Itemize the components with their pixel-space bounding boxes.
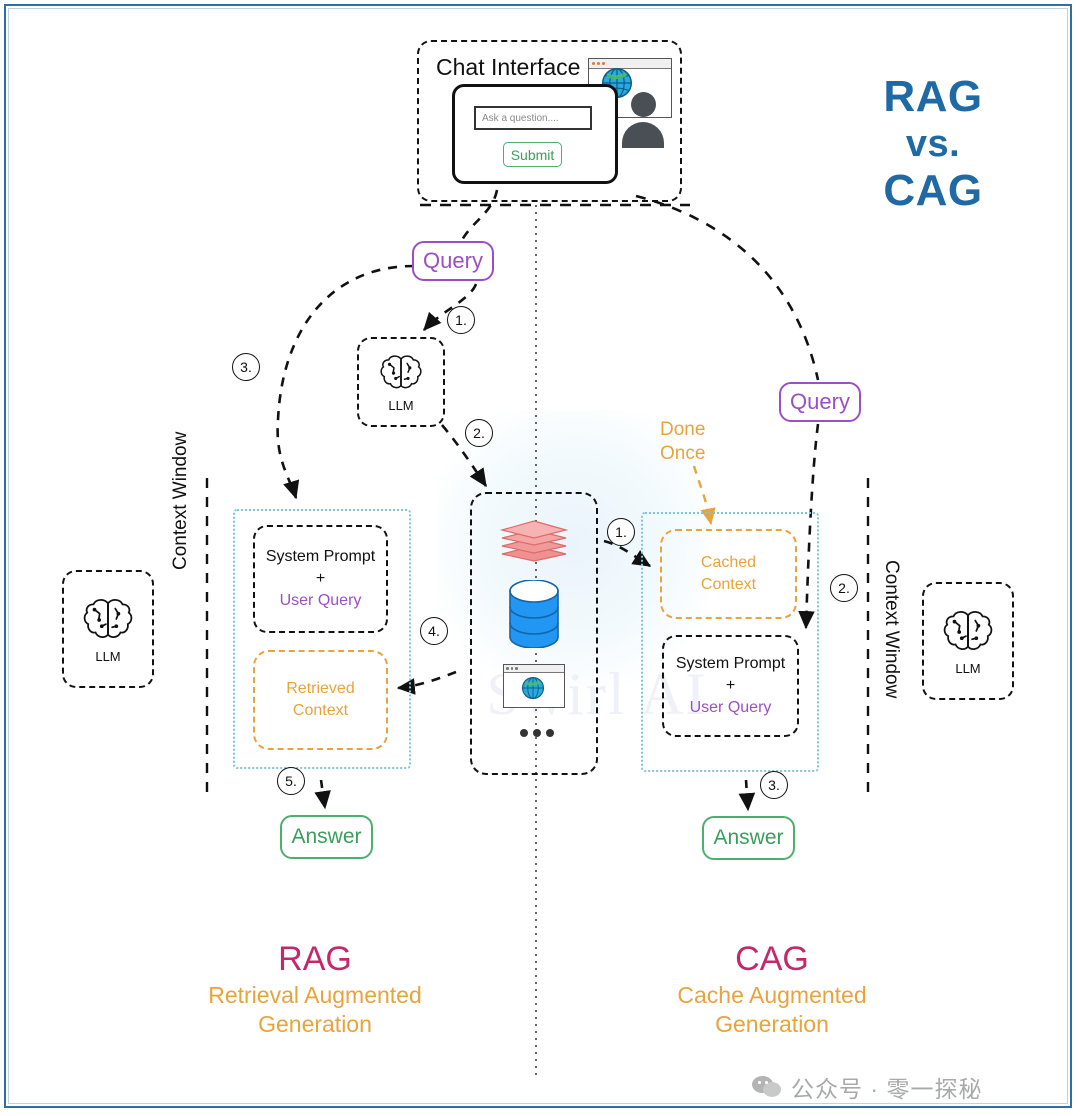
- cag-system-prompt-box: System Prompt + User Query: [662, 635, 799, 737]
- brain-icon: [83, 598, 133, 638]
- browser-dot-icon: [515, 667, 518, 670]
- user-avatar-icon: [622, 92, 664, 154]
- wechat-bubble-small: [763, 1082, 781, 1097]
- page-title: RAG vs. CAG: [838, 72, 1028, 217]
- rag-step-4: 4.: [420, 617, 448, 645]
- cag-caption-line-1: Cache Augmented: [677, 981, 867, 1008]
- avatar-head: [631, 92, 656, 117]
- browser-titlebar: [504, 665, 564, 673]
- rag-user-query-text: User Query: [279, 592, 362, 609]
- rag-step-3: 3.: [232, 353, 260, 381]
- ellipsis-dot: [546, 729, 554, 737]
- cached-context-box: Cached Context: [660, 529, 797, 619]
- retrieved-context-line-2: Context: [292, 702, 349, 719]
- cag-step-1: 1.: [607, 518, 635, 546]
- submit-button[interactable]: Submit: [503, 142, 562, 167]
- cag-step-3: 3.: [760, 771, 788, 799]
- cag-caption: CAG Cache Augmented Generation: [612, 938, 932, 1040]
- llm-router-label: LLM: [388, 397, 414, 413]
- globe-icon: [521, 676, 545, 700]
- wechat-icon: [752, 1076, 782, 1098]
- rag-step-2: 2.: [465, 419, 493, 447]
- wechat-footer-text: 公众号 · 零一探秘: [791, 1076, 983, 1102]
- chat-interface-group: [417, 40, 682, 202]
- llm-router-box: LLM: [357, 337, 445, 427]
- database-icon: [509, 580, 559, 648]
- question-input[interactable]: Ask a question....: [474, 106, 592, 130]
- rag-answer-box: Answer: [280, 815, 373, 859]
- cag-caption-line-2: Generation: [715, 1011, 829, 1038]
- cag-answer-box: Answer: [702, 816, 795, 860]
- title-line-cag: CAG: [883, 166, 983, 216]
- cached-context-line-2: Context: [700, 576, 757, 593]
- title-line-rag: RAG: [883, 72, 983, 121]
- browser-dot-icon: [597, 62, 600, 65]
- rag-system-prompt-title: System Prompt: [265, 548, 376, 565]
- rag-caption-line-1: Retrieval Augmented: [208, 981, 422, 1008]
- more-sources-ellipsis: [520, 728, 554, 738]
- rag-system-prompt-box: System Prompt + User Query: [253, 525, 388, 633]
- ellipsis-dot: [520, 729, 528, 737]
- stacked-documents-icon: [499, 520, 569, 562]
- wechat-eye: [765, 1081, 768, 1084]
- cag-user-query-text: User Query: [689, 699, 772, 716]
- rag-caption: RAG Retrieval Augmented Generation: [155, 938, 475, 1040]
- cag-system-prompt-title: System Prompt: [675, 655, 786, 672]
- rag-context-window-box: [233, 509, 411, 769]
- done-once-annotation: Done Once: [660, 418, 740, 466]
- rag-step-1: 1.: [447, 306, 475, 334]
- ellipsis-dot: [533, 729, 541, 737]
- browser-titlebar: [589, 59, 671, 69]
- query-pill-rag: Query: [412, 241, 494, 281]
- cag-caption-acronym: CAG: [735, 940, 809, 978]
- chat-card: [452, 84, 618, 184]
- query-pill-cag: Query: [779, 382, 861, 422]
- cag-step-2: 2.: [830, 574, 858, 602]
- wechat-eye: [758, 1081, 761, 1084]
- done-once-line-2: Once: [660, 442, 706, 464]
- context-window-label-rag: Context Window: [170, 431, 191, 570]
- browser-dot-icon: [510, 667, 513, 670]
- browser-dot-icon: [602, 62, 605, 65]
- browser-dot-icon: [506, 667, 509, 670]
- rag-caption-line-2: Generation: [258, 1011, 372, 1038]
- llm-label-rag: LLM: [95, 648, 121, 664]
- cag-context-window-box: [641, 512, 819, 772]
- wechat-footer: 公众号 · 零一探秘: [752, 1070, 982, 1104]
- title-line-vs: vs.: [905, 122, 961, 165]
- llm-box-rag: LLM: [62, 570, 154, 688]
- rag-plus-sign: +: [315, 570, 326, 587]
- llm-box-cag: LLM: [922, 582, 1014, 700]
- cag-plus-sign: +: [725, 677, 736, 694]
- cached-context-line-1: Cached: [700, 554, 757, 572]
- avatar-body: [622, 122, 664, 148]
- llm-label-cag: LLM: [955, 660, 981, 676]
- retrieved-context-box: Retrieved Context: [253, 650, 388, 750]
- chat-interface-heading: Chat Interface: [436, 54, 581, 80]
- done-once-line-1: Done: [660, 419, 706, 440]
- knowledge-sources-box: [470, 492, 598, 775]
- rag-caption-acronym: RAG: [278, 940, 352, 978]
- brain-icon: [943, 610, 993, 650]
- retrieved-context-line-1: Retrieved: [286, 680, 355, 698]
- brain-icon: [380, 354, 422, 388]
- browser-dot-icon: [592, 62, 595, 65]
- context-window-label-cag: Context Window: [881, 560, 902, 699]
- rag-step-5: 5.: [277, 767, 305, 795]
